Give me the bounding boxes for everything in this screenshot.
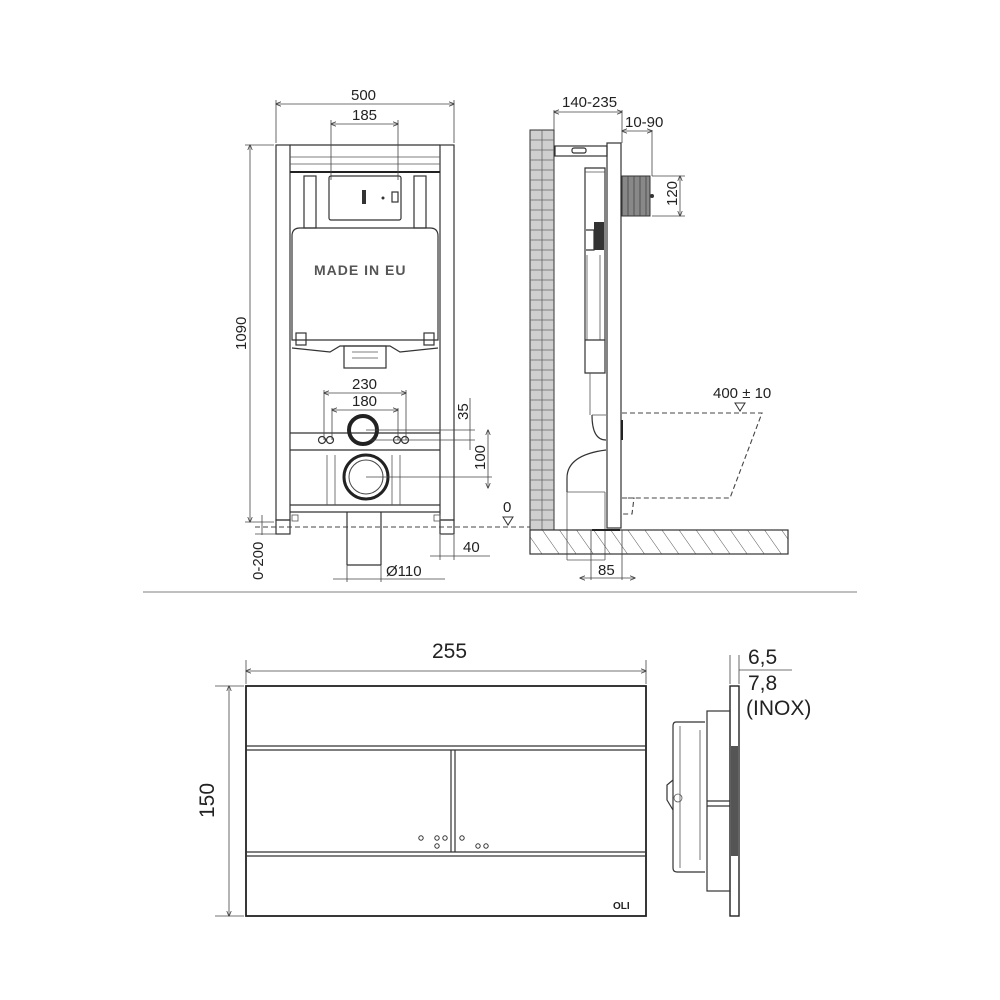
side-view (529, 129, 789, 561)
brand-logo: OLI (613, 901, 630, 912)
flush-plate-side (666, 685, 740, 917)
dim-plate-height: 150 (196, 783, 219, 818)
dim-thickness-std: 6,5 (748, 646, 777, 669)
dim-height: 1090 (233, 317, 250, 350)
dim-cistern-width: 185 (352, 107, 377, 124)
plate-outline (245, 685, 647, 917)
floor-section (529, 529, 789, 555)
front-view-frame: MADE IN EU (275, 144, 455, 566)
dim-inlet-offset: 35 (455, 403, 472, 420)
left-upright (275, 144, 291, 521)
dim-floor-level: 0 (503, 499, 511, 516)
side-view-dimensions: 140-235 10-90 120 400 ± 10 85 (554, 94, 771, 580)
dim-plate-projection: 10-90 (625, 114, 663, 131)
dim-plate-width: 255 (432, 640, 467, 663)
dim-drain-diameter: Ø110 (386, 563, 422, 580)
dim-plate-height: 120 (664, 181, 681, 206)
wc-bowl-outline (622, 412, 763, 499)
flush-plate-side-dimensions: 6,5 7,8 (INOX) (729, 646, 811, 720)
flush-opening (328, 175, 402, 221)
side-flush-plate (621, 175, 651, 217)
dim-foot-offset: 40 (463, 539, 480, 556)
made-in-label: MADE IN EU (314, 262, 406, 278)
front-view-dimensions: 500 185 1090 0-200 230 180 35 100 (233, 87, 535, 582)
dim-frame-width: 500 (351, 87, 376, 104)
cistern-body (291, 227, 439, 341)
button-small-flush (418, 835, 448, 849)
dim-leg-adjust: 0-200 (250, 542, 267, 580)
dim-outlet-offset: 100 (472, 445, 489, 470)
dim-drain-offset: 85 (598, 562, 615, 579)
flush-plate-front: OLI (245, 685, 647, 917)
dim-stud-outer: 230 (352, 376, 377, 393)
inox-note: (INOX) (746, 697, 811, 720)
button-large-flush (459, 835, 489, 849)
flush-plate-front-dimensions: 255 150 (196, 640, 646, 916)
dim-stud-inner: 180 (352, 393, 377, 410)
side-cistern (584, 167, 606, 374)
dim-depth: 140-235 (562, 94, 617, 111)
right-upright (439, 144, 455, 521)
dim-thickness-inox: 7,8 (748, 672, 777, 695)
dim-seat-height: 400 ± 10 (713, 385, 771, 402)
frame-front-panel (606, 142, 622, 529)
